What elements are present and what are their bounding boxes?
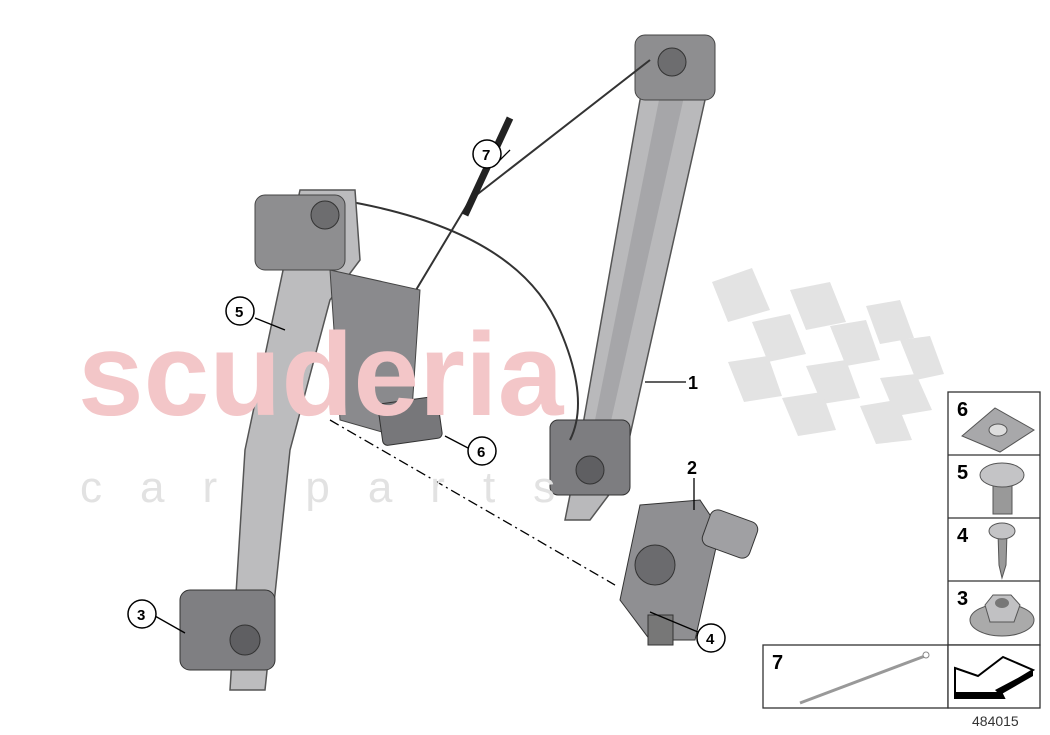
- callout-3: 3: [127, 599, 157, 629]
- parts-table-row-3: 3: [957, 588, 1035, 637]
- checkered-flag-watermark: [712, 268, 944, 444]
- svg-text:5: 5: [957, 462, 968, 484]
- watermark-sub: car parts: [80, 463, 593, 512]
- svg-text:5: 5: [235, 304, 243, 321]
- hex-collar-nut-icon: [969, 594, 1035, 637]
- callout-7: 7: [472, 139, 502, 169]
- window-motor: [619, 499, 759, 646]
- self-tapping-screw-icon: [988, 522, 1016, 580]
- cable-tie-icon: [799, 654, 926, 705]
- callout-1: 1: [688, 373, 698, 393]
- flange-bolt-icon: [979, 462, 1025, 515]
- svg-text:6: 6: [477, 444, 485, 461]
- parts-table-cable-tie: 7: [772, 651, 930, 705]
- window-regulator-right-rail: [549, 34, 716, 521]
- direction-arrow-icon: [954, 655, 1036, 699]
- parts-table-row-5: 5: [957, 462, 1025, 515]
- diagram-reference-number: 484015: [972, 713, 1019, 729]
- watermark-brand: scuderia: [78, 309, 565, 441]
- svg-text:7: 7: [772, 652, 783, 674]
- svg-text:6: 6: [957, 399, 968, 421]
- svg-text:3: 3: [957, 588, 968, 610]
- svg-text:3: 3: [137, 607, 145, 624]
- svg-text:7: 7: [482, 147, 490, 164]
- callout-4: 4: [696, 623, 726, 653]
- callout-6: 6: [467, 436, 497, 466]
- svg-text:4: 4: [706, 631, 715, 648]
- window-regulator-left-rail: [179, 189, 443, 691]
- callout-2: 2: [687, 458, 697, 478]
- svg-text:2: 2: [687, 458, 697, 478]
- leader-lines: [154, 149, 699, 634]
- svg-text:1: 1: [688, 373, 698, 393]
- svg-text:4: 4: [957, 525, 969, 547]
- parts-table-row-4: 4: [957, 522, 1016, 580]
- callout-5: 5: [225, 296, 255, 326]
- parts-table-row-6: 6: [957, 399, 1035, 453]
